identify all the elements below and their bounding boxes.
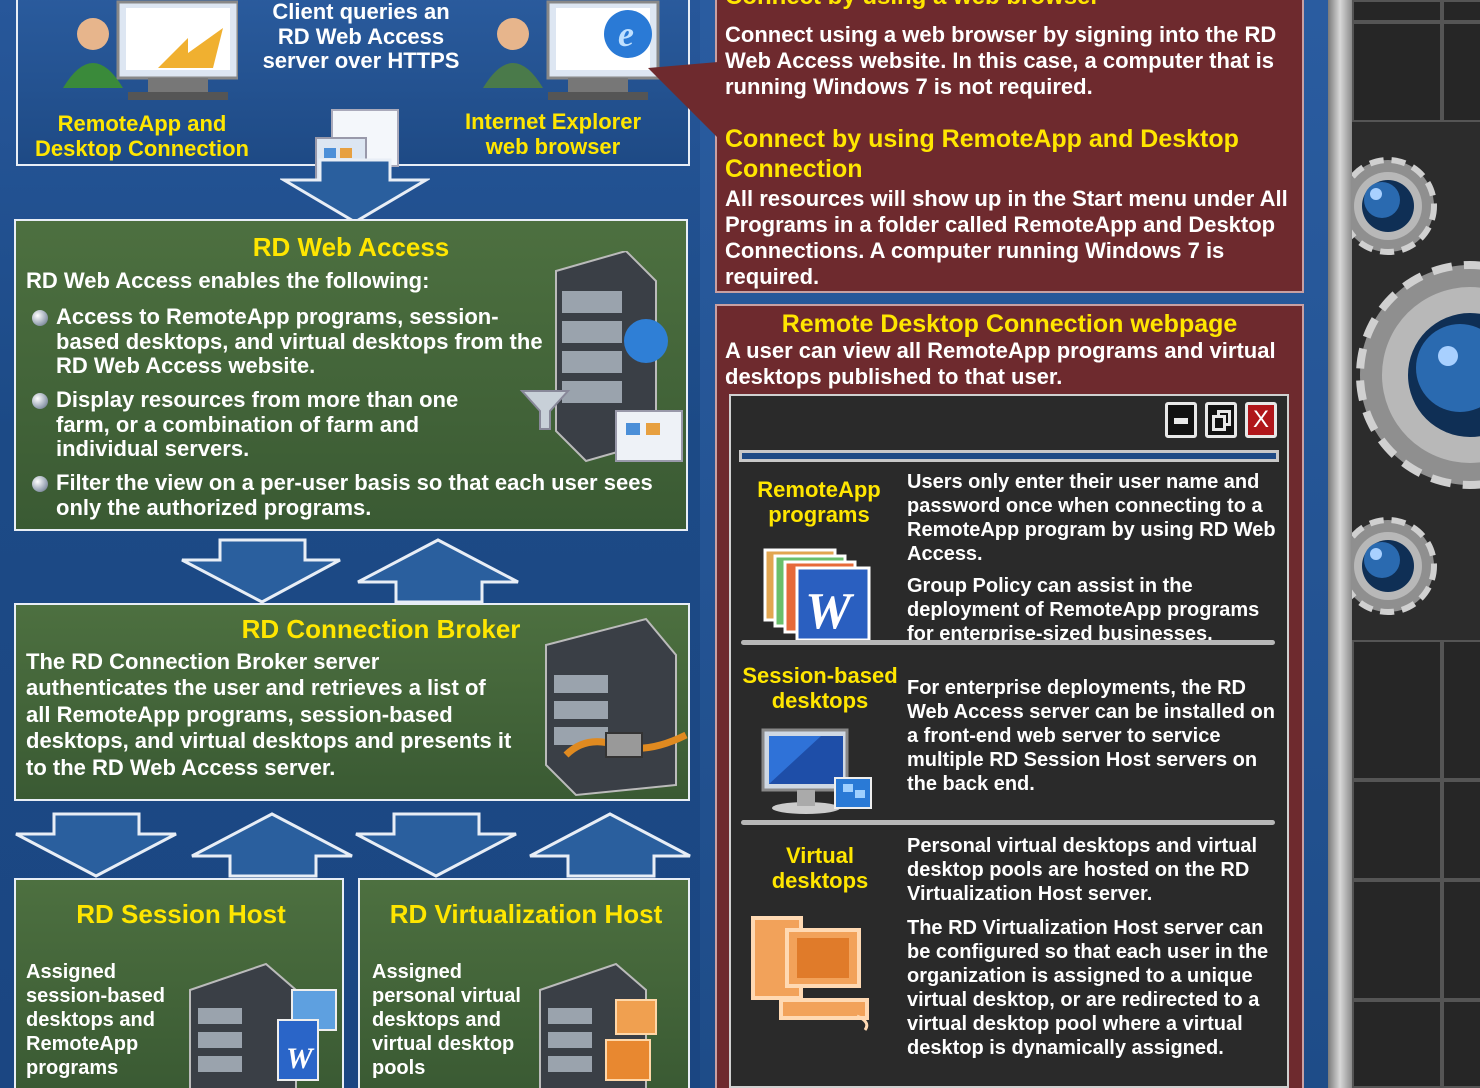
rd-virtualization-host-text: Assigned personal virtual desktops and v…	[372, 961, 521, 1079]
connect-web-text: Connect using a web browser by signing i…	[725, 22, 1277, 99]
up-arrow-icon	[191, 812, 353, 878]
bullet-icon	[32, 310, 48, 326]
connection-broker-server-icon	[545, 617, 688, 797]
svg-text:e: e	[618, 14, 634, 54]
gear-icon	[1352, 157, 1437, 255]
bullet-text: Display resources from more than one far…	[56, 387, 459, 462]
grid-tile	[1352, 1000, 1442, 1088]
grid-tile	[1442, 22, 1480, 122]
rd-connection-broker-text: The RD Connection Broker server authenti…	[26, 649, 512, 780]
webpage-panel-text: A user can view all RemoteApp programs a…	[725, 338, 1276, 390]
grid-tile	[1352, 880, 1442, 1000]
grid-tile	[1352, 22, 1442, 122]
ie-client-computer-icon: e	[483, 0, 660, 100]
remoteapp-programs-label: RemoteApp programs	[757, 477, 881, 527]
rd-session-host-title: RD Session Host	[76, 899, 286, 929]
virtual-desktops-paragraph-2: The RD Virtualization Host server can be…	[907, 917, 1269, 1059]
connect-remoteapp-text: All resources will show up in the Start …	[725, 186, 1288, 289]
remoteapp-client-computer-icon	[63, 0, 238, 100]
address-bar[interactable]	[739, 450, 1279, 462]
up-arrow-icon	[529, 812, 691, 878]
rd-web-access-bullet: Display resources from more than one far…	[26, 387, 516, 462]
callout-pointer	[648, 62, 718, 138]
remoteapp-desktop-connection-label: RemoteApp and Desktop Connection	[35, 111, 249, 161]
session-host-server-icon: W	[189, 962, 337, 1088]
grid-tile	[1352, 640, 1442, 780]
session-based-desktops-label: Session-based desktops	[742, 663, 898, 713]
metal-strip	[1328, 0, 1352, 1088]
grid-tile	[1352, 0, 1442, 22]
close-button[interactable]: X	[1245, 402, 1277, 438]
rd-session-host-text: Assigned session-based desktops and Remo…	[26, 961, 165, 1079]
svg-text:W: W	[805, 583, 855, 640]
client-query-text: Client queries an RD Web Access server o…	[262, 0, 460, 74]
virtual-desktops-label: Virtual desktops	[771, 843, 869, 893]
virtual-desktops-paragraph-1: Personal virtual desktops and virtual de…	[907, 835, 1258, 905]
virtualization-host-server-icon	[539, 962, 657, 1088]
minimize-icon[interactable]	[1165, 402, 1197, 438]
desktop-computer-icon	[761, 728, 872, 814]
down-arrow-icon	[280, 158, 430, 224]
remote-desktop-webpage-window: X RemoteApp programs W Users only enter …	[729, 394, 1289, 1088]
up-arrow-icon	[357, 538, 519, 604]
rd-web-access-intro: RD Web Access enables the following:	[26, 268, 430, 293]
connect-methods-panel: Connect by using a web browser Connect u…	[715, 0, 1304, 293]
bullet-text: Access to RemoteApp programs, session-ba…	[56, 304, 543, 379]
remoteapp-paragraph-1: Users only enter their user name and pas…	[907, 471, 1276, 565]
bullet-icon	[32, 393, 48, 409]
client-box: Client queries an RD Web Access server o…	[16, 0, 690, 185]
rd-web-access-bullet: Filter the view on a per-user basis so t…	[26, 470, 666, 520]
down-arrow-icon	[15, 812, 177, 878]
rd-web-access-title: RD Web Access	[252, 232, 450, 262]
grid-tile	[1442, 1000, 1480, 1088]
bullet-icon	[32, 476, 48, 492]
virtual-desktop-computer-icon	[751, 916, 869, 1031]
rd-web-access-box: RD Web Access RD Web Access enables the …	[14, 219, 688, 531]
rd-connection-broker-title: RD Connection Broker	[241, 614, 521, 644]
svg-text:W: W	[286, 1042, 315, 1075]
session-desktops-paragraph-1: For enterprise deployments, the RD Web A…	[907, 677, 1275, 795]
down-arrow-icon	[181, 538, 341, 604]
grid-tile	[1442, 640, 1480, 780]
webpage-panel: Remote Desktop Connection webpage A user…	[715, 304, 1304, 1088]
rd-virtualization-host-title: RD Virtualization Host	[389, 899, 663, 929]
grid-tile	[1442, 880, 1480, 1000]
close-label: X	[1252, 406, 1269, 433]
web-server-icon	[519, 251, 683, 463]
grid-tile	[1442, 780, 1480, 880]
grid-tile	[1442, 0, 1480, 22]
rd-web-access-bullet: Access to RemoteApp programs, session-ba…	[26, 304, 546, 379]
connect-web-title: Connect by using a web browser	[725, 0, 1295, 11]
restore-icon[interactable]	[1205, 402, 1237, 438]
word-app-icon: W	[763, 548, 871, 642]
webpage-panel-title: Remote Desktop Connection webpage	[781, 310, 1238, 338]
section-divider	[741, 820, 1275, 825]
gear-icon	[1352, 517, 1437, 615]
rd-session-host-box: RD Session Host Assigned session-based d…	[14, 878, 344, 1088]
rd-virtualization-host-box: RD Virtualization Host Assigned personal…	[358, 878, 690, 1088]
gear-icon	[1356, 261, 1480, 489]
remoteapp-paragraph-2: Group Policy can assist in the deploymen…	[907, 575, 1260, 645]
connect-remoteapp-title: Connect by using RemoteApp and Desktop C…	[725, 125, 1239, 183]
internet-explorer-label: Internet Explorer web browser	[464, 109, 642, 159]
grid-tile	[1352, 780, 1442, 880]
rd-connection-broker-box: RD Connection Broker The RD Connection B…	[14, 603, 690, 801]
section-divider	[741, 640, 1275, 645]
down-arrow-icon	[355, 812, 517, 878]
bullet-text: Filter the view on a per-user basis so t…	[56, 470, 653, 520]
